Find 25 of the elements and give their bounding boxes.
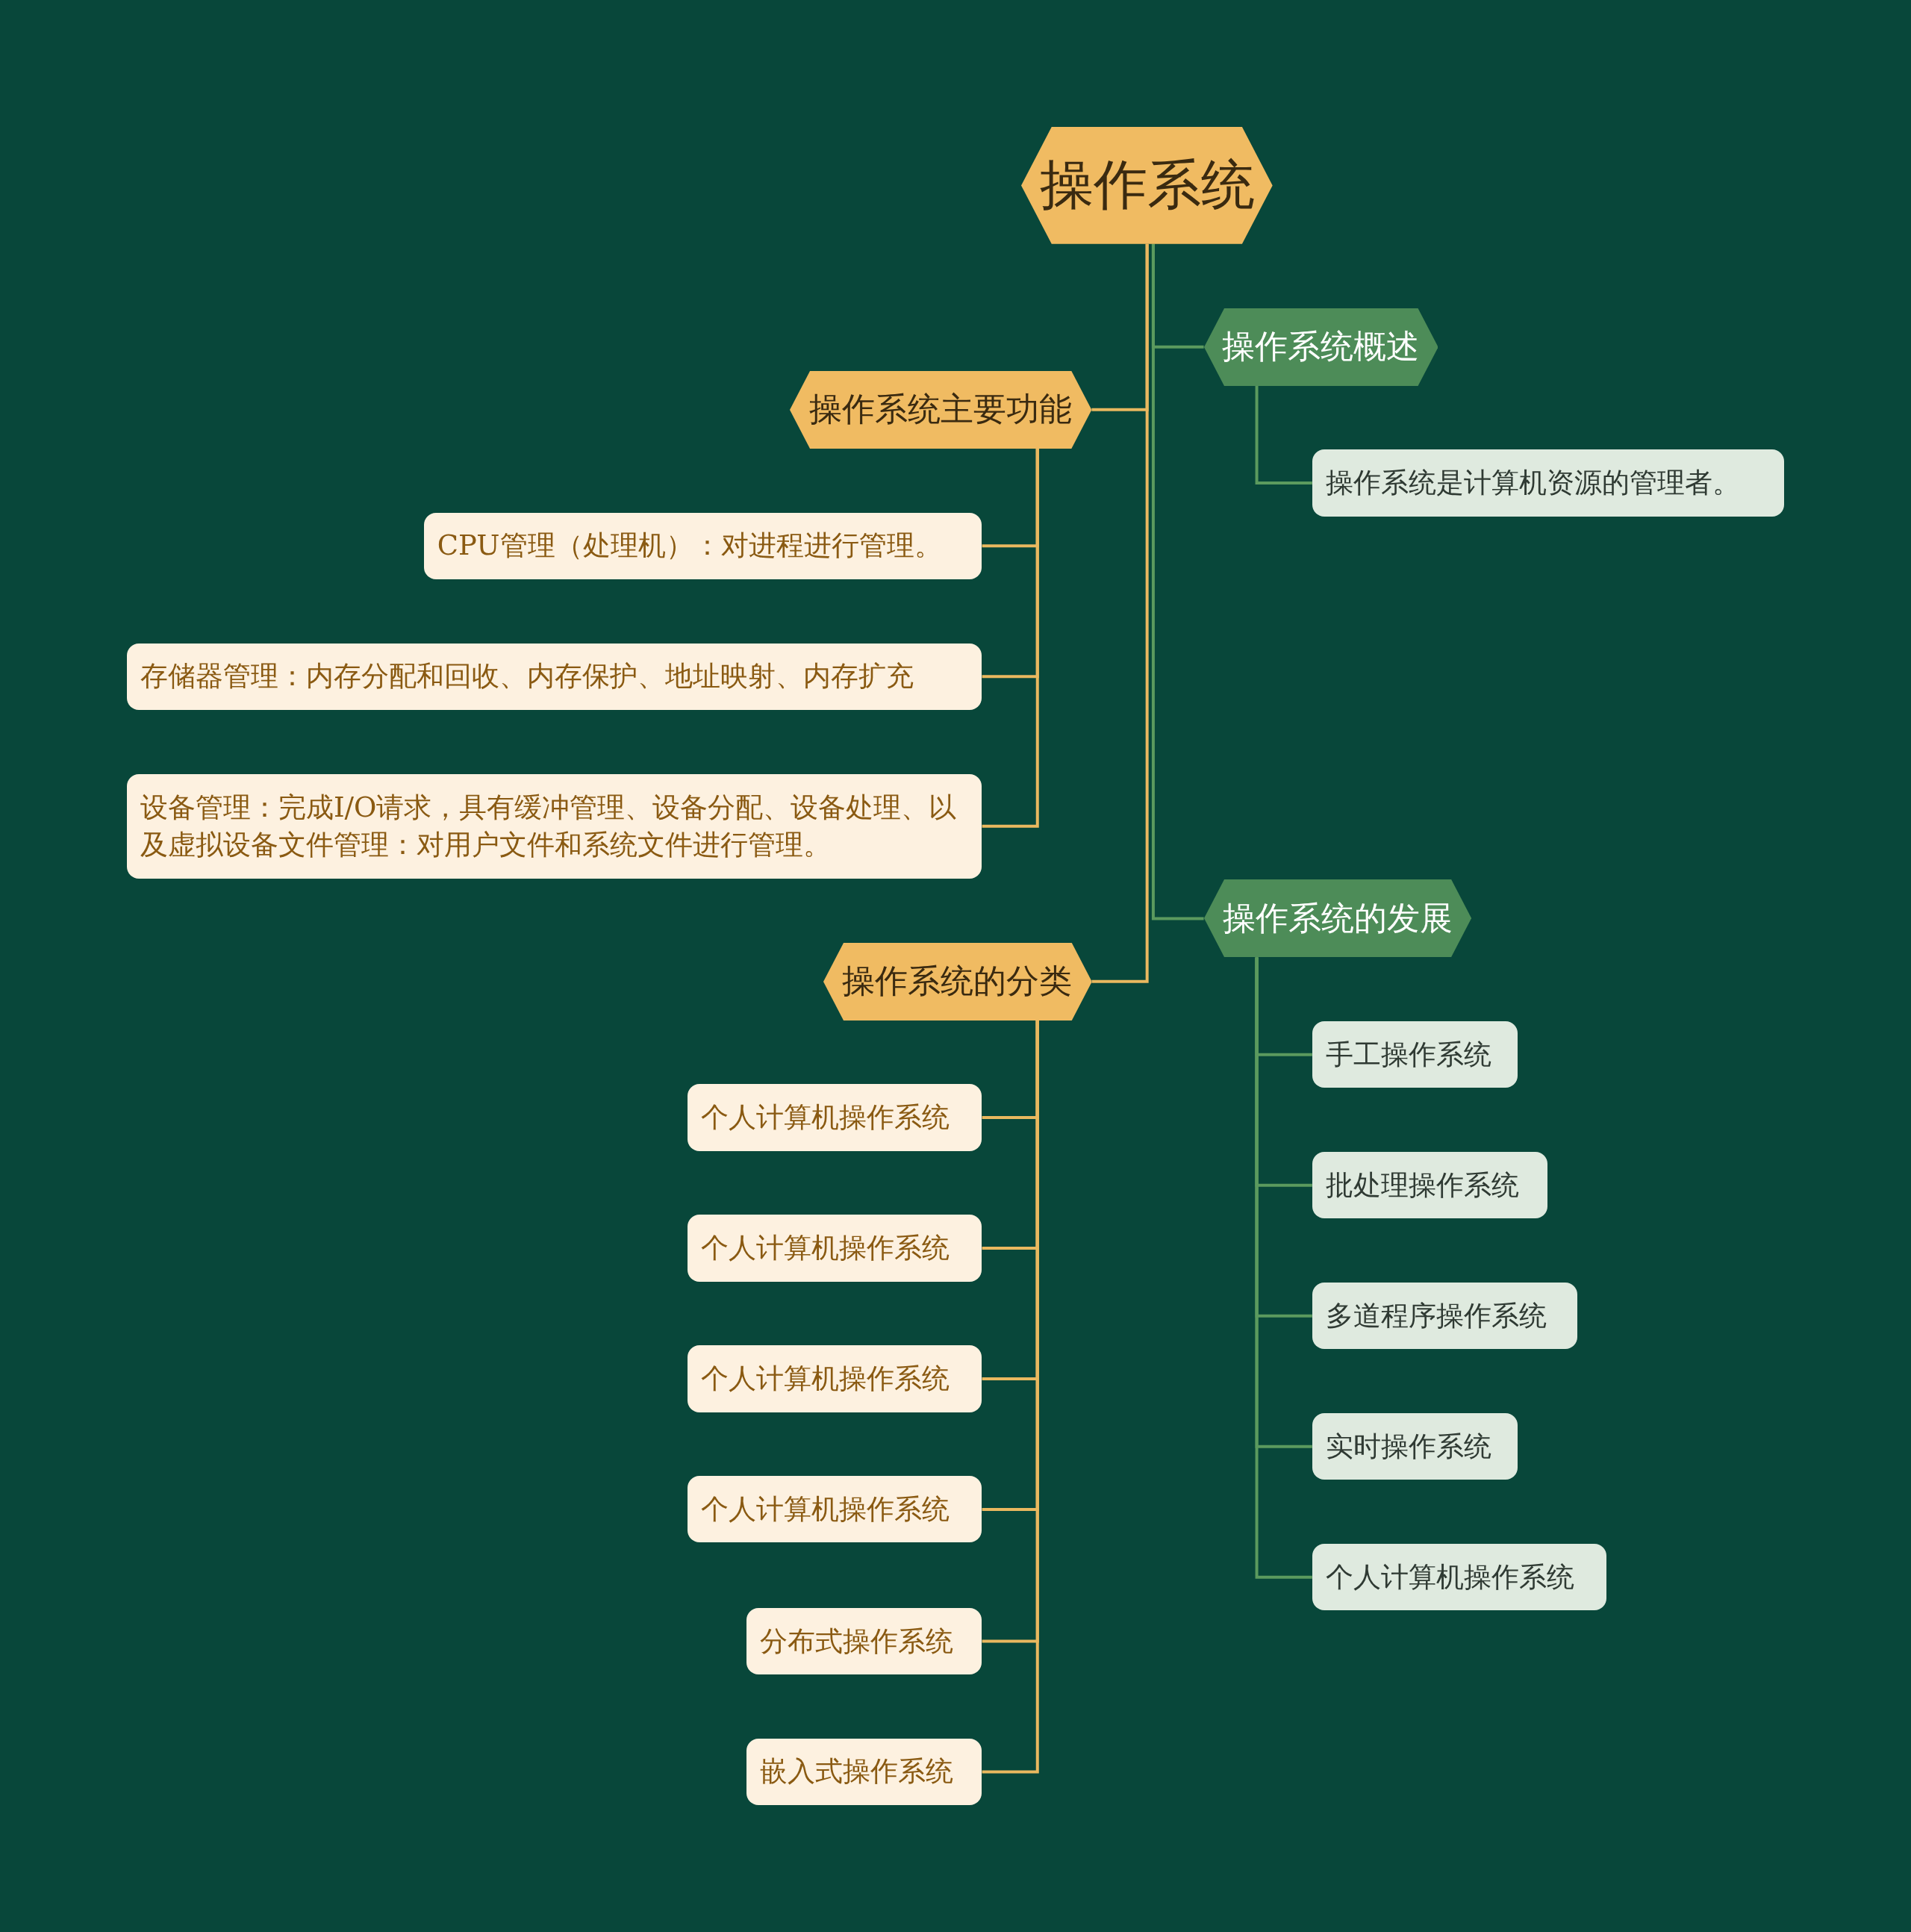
connector-line: [1151, 243, 1204, 920]
connector-line: [982, 1020, 1039, 1774]
subtopic-box: 个人计算机操作系统: [688, 1345, 982, 1412]
subtopic-box: 个人计算机操作系统: [688, 1476, 982, 1543]
topic-hexagon: 操作系统的发展: [1203, 879, 1471, 958]
topic-hexagon: 操作系统主要功能: [790, 370, 1092, 449]
subtopic-box: 个人计算机操作系统: [1312, 1544, 1607, 1611]
subtopic-box: 多道程序操作系统: [1312, 1283, 1577, 1350]
topic-hexagon: 操作系统的分类: [823, 942, 1092, 1020]
connector-line: [1255, 385, 1312, 484]
root-hexagon: 操作系统: [1021, 127, 1273, 244]
subtopic-box: 嵌入式操作系统: [746, 1738, 982, 1806]
subtopic-box: 分布式操作系统: [746, 1607, 982, 1675]
subtopic-box: 设备管理：完成I/O请求，具有缓冲管理、设备分配、设备处理、以及虚拟设备文件管理：对用户文件和系统文件进行管理。: [127, 773, 982, 879]
subtopic-box: 手工操作系统: [1312, 1021, 1518, 1088]
subtopic-box: 存储器管理：内存分配和回收、内存保护、地址映射、内存扩充: [127, 643, 982, 710]
subtopic-box: 个人计算机操作系统: [688, 1215, 982, 1282]
subtopic-box: CPU管理（处理机）：对进程进行管理。: [423, 512, 982, 579]
subtopic-box: 批处理操作系统: [1312, 1152, 1548, 1219]
subtopic-box: 实时操作系统: [1312, 1413, 1518, 1480]
topic-hexagon: 操作系统概述: [1203, 308, 1438, 386]
connector-line: [1091, 243, 1149, 983]
subtopic-box: 操作系统是计算机资源的管理者。: [1312, 449, 1784, 517]
subtopic-box: 个人计算机操作系统: [688, 1084, 982, 1151]
connector-line: [982, 448, 1039, 828]
